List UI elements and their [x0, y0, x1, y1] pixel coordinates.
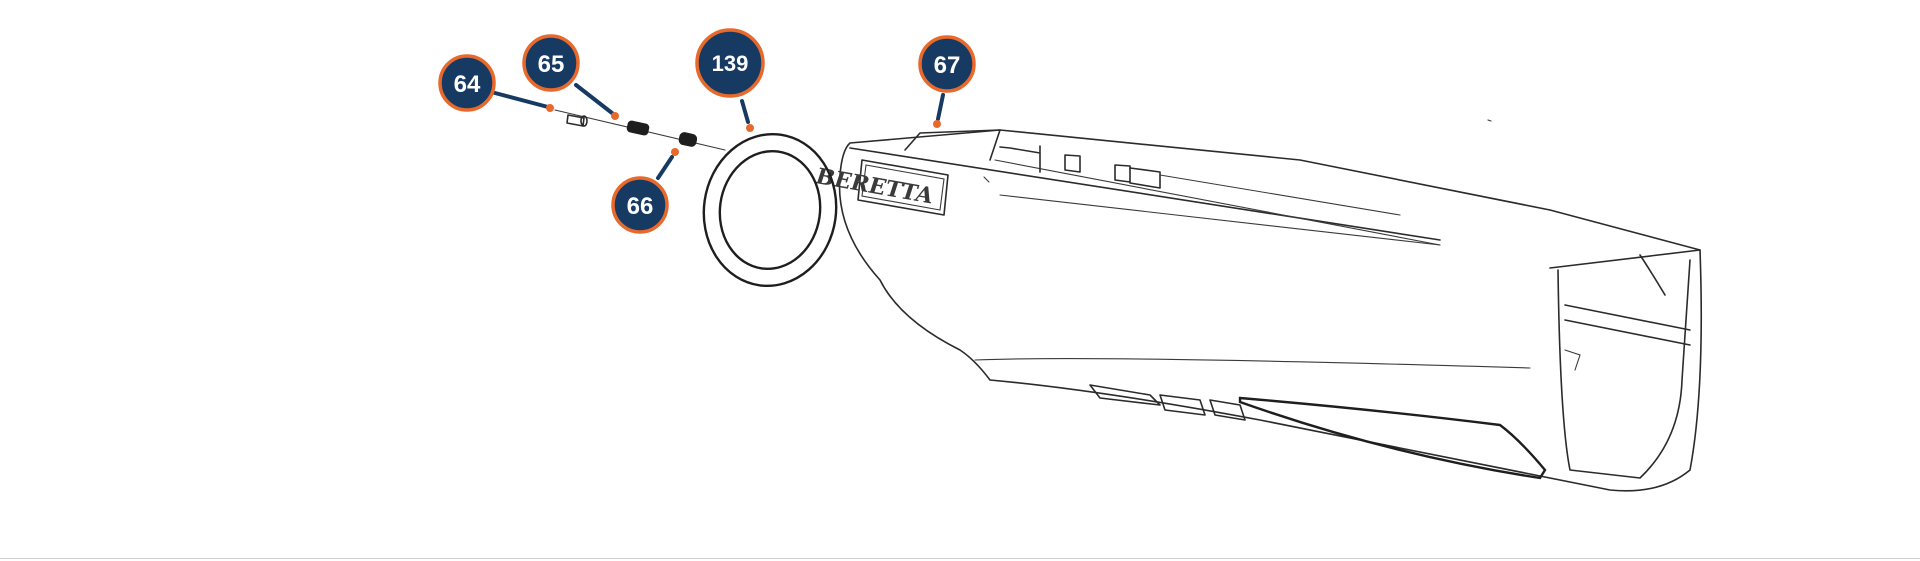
side-line-upper [999, 194, 1441, 246]
callout-66[interactable]: 66 [611, 176, 669, 234]
small-mark [983, 176, 990, 183]
leader-lines [493, 83, 945, 180]
callout-67-label: 67 [934, 52, 961, 79]
bottom-divider [0, 558, 1920, 559]
ring-outer [702, 132, 838, 288]
top-rail-notch [999, 145, 1041, 173]
callout-65[interactable]: 65 [522, 34, 580, 92]
top-edge [849, 147, 1441, 241]
side-line-lower [974, 358, 1531, 369]
rear-cap-curve [1639, 254, 1666, 296]
rear-cap-tab [1564, 349, 1581, 371]
top-rail-block-1 [1064, 154, 1081, 173]
bottom-channel-3 [1209, 399, 1246, 421]
bottom-slot [1238, 396, 1547, 480]
ring-inner [718, 149, 822, 271]
callout-66-label: 66 [627, 193, 654, 220]
rear-cap-rib-2 [1564, 319, 1691, 346]
top-rail-line [1159, 174, 1401, 216]
nut-part[interactable] [678, 131, 698, 147]
rear-cap-rib-1 [1564, 304, 1691, 331]
callout-65-label: 65 [538, 51, 565, 78]
top-groove [994, 159, 1441, 246]
rear-cap-top [1549, 249, 1701, 269]
bottom-channel-1 [1089, 384, 1161, 406]
callout-64[interactable]: 64 [438, 54, 496, 112]
forend-outline [838, 129, 1703, 492]
top-rail-block-3 [1129, 167, 1161, 189]
screw-part[interactable] [566, 114, 588, 127]
bottom-channel-2 [1159, 394, 1206, 416]
callout-64-label: 64 [454, 71, 481, 98]
top-rail-front [904, 129, 1001, 161]
ring-part[interactable] [694, 126, 846, 295]
callout-139[interactable]: 139 [695, 28, 765, 98]
top-rail-block-2 [1114, 164, 1131, 183]
speck-mark [1487, 119, 1492, 122]
callout-139-label: 139 [712, 51, 749, 76]
callout-67[interactable]: 67 [918, 35, 976, 93]
rear-cap-inner [1557, 259, 1691, 479]
forend-body[interactable]: BERETTA [812, 119, 1703, 492]
beretta-logo-plate: BERETTA [812, 159, 949, 216]
sleeve-part[interactable] [626, 120, 650, 136]
